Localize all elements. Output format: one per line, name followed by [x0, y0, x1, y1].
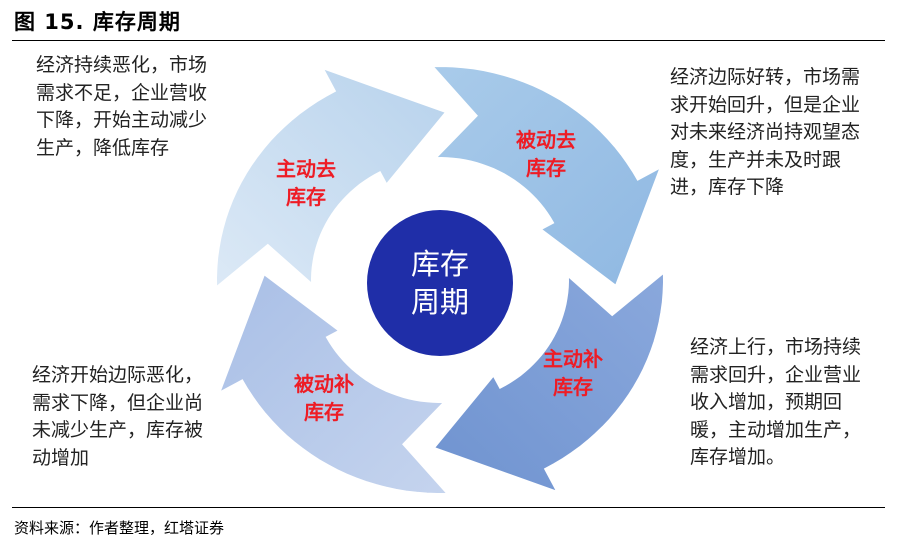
arrow-passive-restocking [217, 272, 451, 496]
arrow-active-restocking [432, 270, 666, 494]
stage-label-passive-restocking-line1: 被动补 [294, 372, 354, 396]
description-active-destocking: 经济持续恶化，市场需求不足，企业营收下降，开始主动减少生产，降低库存 [36, 54, 208, 159]
description-active-restocking: 经济上行，市场持续需求回升，企业营业收入增加，预期回暖，主动增加生产，库存增加。 [690, 336, 862, 468]
source-note: 资料来源：作者整理，红塔证券 [14, 519, 225, 537]
stage-label-active-destocking-line2: 库存 [286, 185, 326, 209]
stage-label-active-destocking-line1: 主动去 [276, 157, 336, 181]
top-rule [12, 40, 885, 41]
description-passive-destocking: 经济边际好转，市场需求开始回升，但是企业对未来经济尚持观望态度，生产并未及时跟进… [670, 66, 861, 198]
center-label-line1: 库存 [411, 247, 469, 281]
description-passive-restocking: 经济开始边际恶化，需求下降，但企业尚未减少生产，库存被动增加 [32, 364, 204, 469]
stage-label-passive-destocking-line2: 库存 [526, 156, 566, 180]
stage-label-passive-restocking-line2: 库存 [304, 400, 344, 424]
center-label-line2: 周期 [411, 285, 469, 319]
arrow-active-destocking [214, 66, 448, 290]
bottom-rule [12, 507, 885, 508]
stage-label-passive-destocking-line1: 被动去 [516, 128, 576, 152]
figure-title: 图 15. 库存周期 [14, 10, 181, 34]
arrow-passive-destocking [429, 64, 663, 288]
stage-label-active-restocking-line1: 主动补 [543, 347, 603, 371]
center-circle [367, 210, 513, 356]
stage-label-active-restocking-line2: 库存 [553, 375, 593, 399]
